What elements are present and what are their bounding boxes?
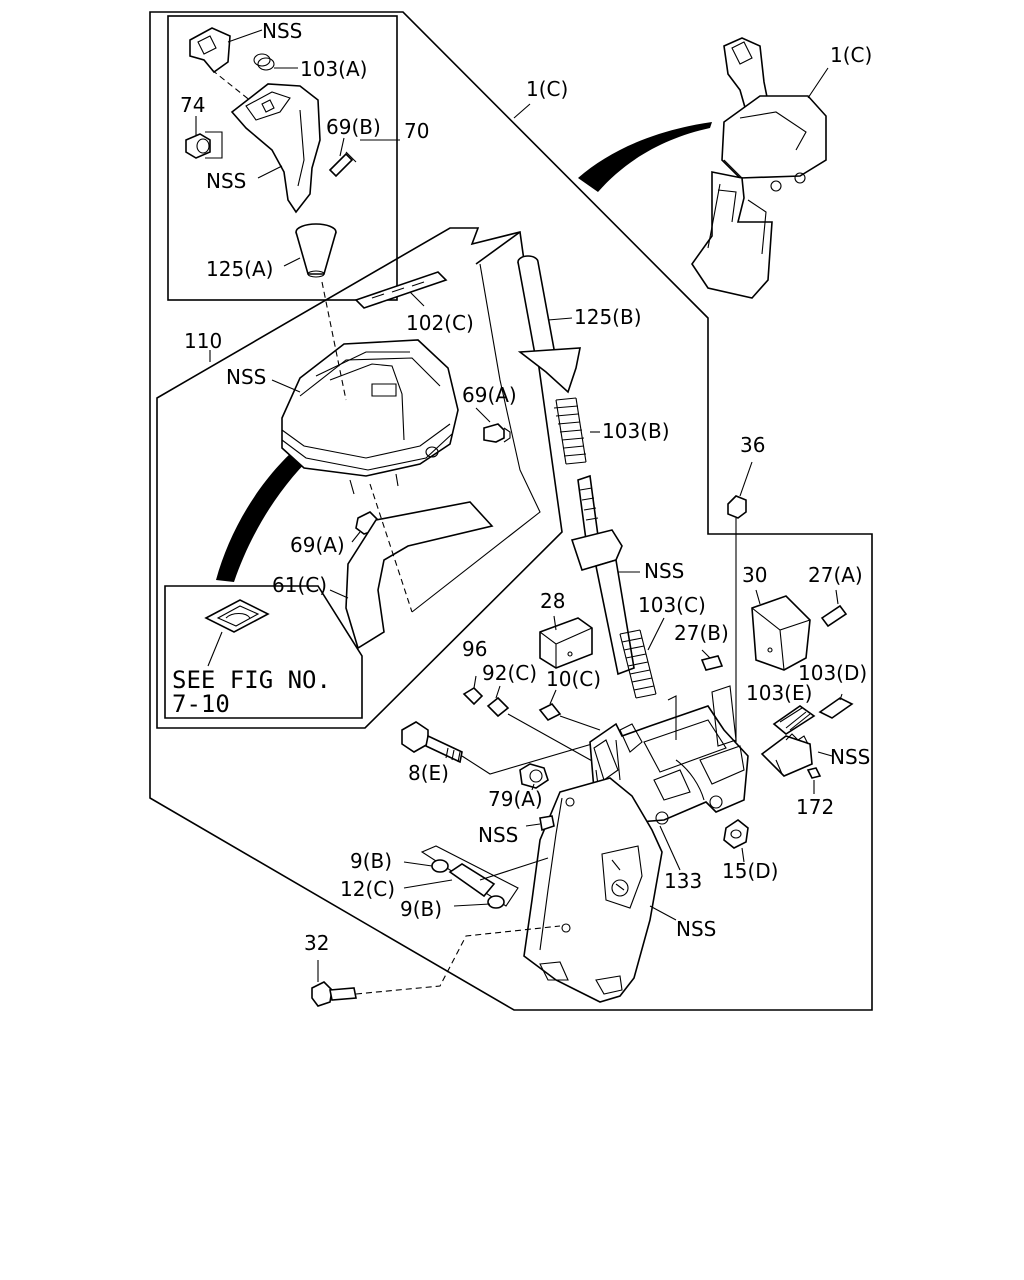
label-79a: 79(A) <box>488 787 543 811</box>
label-92c: 92(C) <box>482 661 537 685</box>
label-103b: 103(B) <box>602 419 670 443</box>
assembly-view-arrow <box>578 122 712 192</box>
nut-15d <box>723 819 749 849</box>
label-125b: 125(B) <box>574 305 642 329</box>
knob-subassembly-box <box>167 15 398 301</box>
bolt-32 <box>311 981 357 1007</box>
label-69a-upper: 69(A) <box>462 383 517 407</box>
indicator-plate <box>354 271 448 309</box>
spring-103e <box>772 705 816 735</box>
see-figure-arrow <box>216 396 392 582</box>
label-125a: 125(A) <box>206 257 273 281</box>
label-69b: 69(B) <box>326 115 381 139</box>
shift-bracket-housing <box>523 685 749 1003</box>
label-103c: 103(C) <box>638 593 706 617</box>
label-10c: 10(C) <box>546 667 601 691</box>
label-27b: 27(B) <box>674 621 729 645</box>
label-133: 133 <box>664 869 702 893</box>
label-110: 110 <box>184 329 222 353</box>
see-figure-box <box>164 585 363 719</box>
label-70: 70 <box>404 119 429 143</box>
label-30: 30 <box>742 563 767 587</box>
label-103d: 103(D) <box>798 661 867 685</box>
assembly-boundary-outline <box>149 11 873 1011</box>
spring-103d <box>818 697 854 719</box>
label-9b-lower: 9(B) <box>400 897 442 921</box>
bolt-8e <box>401 721 463 764</box>
spring-103c <box>619 629 657 699</box>
bushing-nss <box>539 815 555 832</box>
label-nss-rod: NSS <box>644 559 684 583</box>
switch-block-28 <box>539 617 593 669</box>
label-103e: 103(E) <box>746 681 812 705</box>
label-8e: 8(E) <box>408 761 449 785</box>
label-nss-bracket: NSS <box>676 917 716 941</box>
label-nss-bush: NSS <box>478 823 518 847</box>
clip-10c <box>538 702 562 722</box>
label-28: 28 <box>540 589 565 613</box>
label-nss-lever-cap: NSS <box>262 19 302 43</box>
label-74: 74 <box>180 93 205 117</box>
label-36: 36 <box>740 433 765 457</box>
label-1c-right: 1(C) <box>830 43 872 67</box>
label-172: 172 <box>796 795 834 819</box>
label-103a: 103(A) <box>300 57 367 81</box>
label-nss-cover: NSS <box>226 365 266 389</box>
shift-cover <box>281 339 459 495</box>
rod-with-bushing <box>570 474 635 676</box>
label-61c: 61(C) <box>272 573 327 597</box>
label-32: 32 <box>304 931 329 955</box>
spring-103b <box>553 397 587 465</box>
shift-knob-assembly <box>185 27 357 278</box>
pivot-pin-12c <box>420 845 519 909</box>
see-figure-text-line1: SEE FIG NO. <box>172 666 331 694</box>
label-69a-lower: 69(A) <box>290 533 345 557</box>
label-27a: 27(A) <box>808 563 863 587</box>
label-nss-sector: NSS <box>830 745 870 769</box>
label-9b-upper: 9(B) <box>350 849 392 873</box>
pin-172 <box>806 767 822 779</box>
label-nss-knob: NSS <box>206 169 246 193</box>
label-12c: 12(C) <box>340 877 395 901</box>
shift-rod <box>517 255 581 394</box>
clip-92c <box>486 696 510 718</box>
detent-sector <box>760 733 813 777</box>
see-figure-text-line2: 7-10 <box>172 690 230 718</box>
see-figure-icon <box>204 599 270 633</box>
label-96: 96 <box>462 637 487 661</box>
clip-96 <box>462 686 484 706</box>
label-15d: 15(D) <box>722 859 778 883</box>
shift-boot <box>345 501 494 650</box>
shift-lever-assembly-view <box>691 37 827 299</box>
bushing-79a <box>519 763 549 789</box>
switch-box-30 <box>751 595 811 671</box>
label-1c-top: 1(C) <box>526 77 568 101</box>
label-102c: 102(C) <box>406 311 474 335</box>
nut-36 <box>727 495 747 519</box>
